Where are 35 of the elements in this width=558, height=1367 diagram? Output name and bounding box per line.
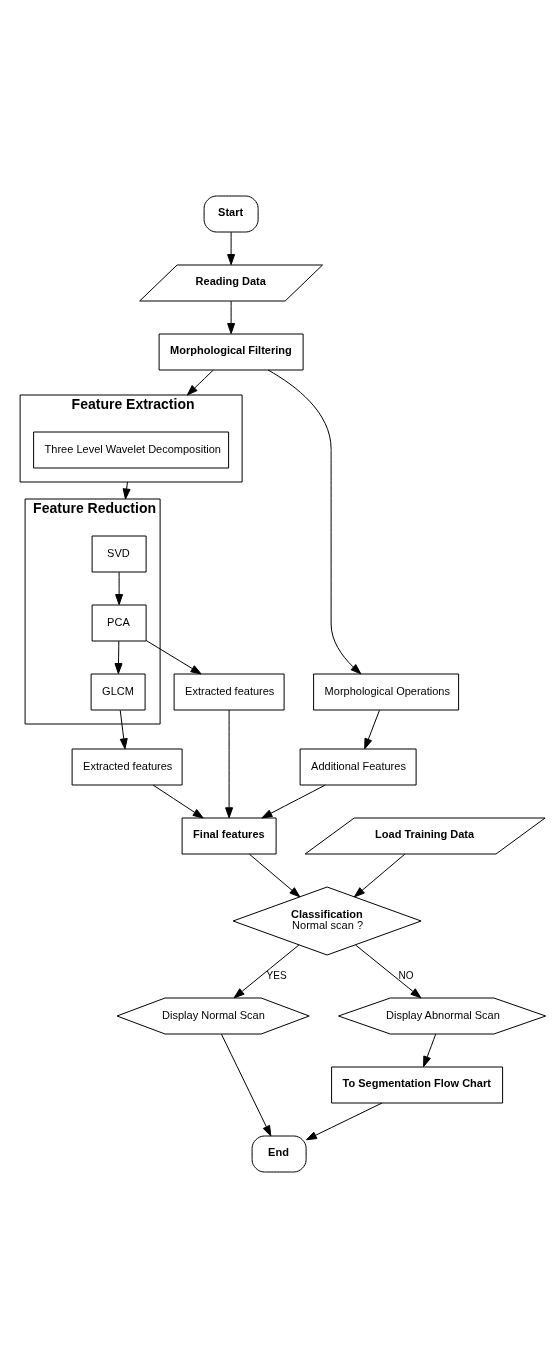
node-box: Extracted features xyxy=(71,748,183,785)
node-box: PCA xyxy=(91,604,147,641)
arrow xyxy=(261,784,326,818)
arrow xyxy=(186,369,214,395)
edge-label: YES xyxy=(266,969,287,981)
node-box: SVD xyxy=(91,535,147,572)
node-box: Start xyxy=(203,195,259,232)
node-box: Additional Features xyxy=(299,748,417,785)
node-box: End xyxy=(251,1135,307,1172)
arrow xyxy=(114,640,123,674)
arrow xyxy=(119,709,128,749)
arrow xyxy=(233,944,300,998)
node-box: Morphological Operations xyxy=(313,673,460,710)
node-box: GLCM xyxy=(90,673,146,710)
node-box: Three Level Wavelet Decomposition xyxy=(33,431,230,468)
node-box: Final features xyxy=(181,817,277,854)
arrow xyxy=(225,709,234,818)
arrow xyxy=(248,853,301,897)
arrow xyxy=(353,853,406,897)
edge-label: NO xyxy=(398,969,414,981)
arrow xyxy=(227,231,236,265)
arrow xyxy=(355,944,422,998)
node-box: Morphological Filtering xyxy=(158,333,304,370)
arrow xyxy=(267,369,362,674)
arrow xyxy=(364,709,380,749)
arrow xyxy=(152,784,204,818)
arrow xyxy=(122,481,131,499)
arrow xyxy=(145,639,202,674)
node-box: Extracted features xyxy=(173,673,285,710)
arrow xyxy=(220,1033,272,1136)
arrow xyxy=(115,571,124,605)
node-box: To Segmentation Flow Chart xyxy=(331,1066,504,1103)
arrow xyxy=(423,1033,437,1067)
arrow xyxy=(227,300,236,334)
arrow xyxy=(305,1102,383,1140)
